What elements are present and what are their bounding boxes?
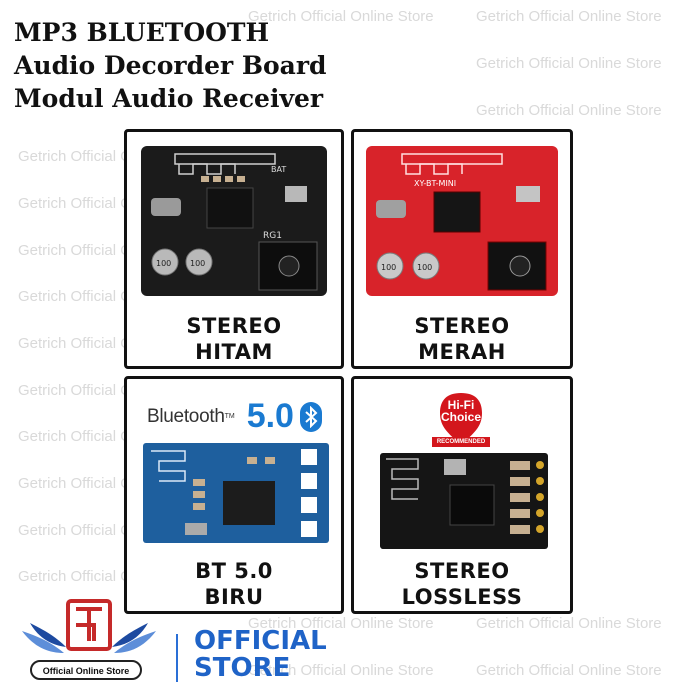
title-line: Audio Decorder Board	[14, 51, 327, 80]
variant-label-line2: MERAH	[418, 340, 506, 364]
svg-text:100: 100	[381, 263, 396, 272]
svg-text:BAT: BAT	[271, 165, 286, 174]
product-title: MP3 BLUETOOTH Audio Decorder Board Modul…	[14, 16, 327, 115]
watermark-text: Getrich Official Online Store	[476, 615, 662, 632]
svg-text:100: 100	[417, 263, 432, 272]
variant-card-stereo-merah[interactable]: XY-BT-MINI 100 100 STEREO MERAH	[351, 129, 573, 369]
footer-divider	[176, 634, 178, 682]
hifi-line2: Choice	[440, 410, 481, 424]
title-line: Modul Audio Receiver	[14, 84, 324, 113]
hifi-line1: Hi-Fi	[447, 398, 475, 412]
lossless-board-image	[380, 453, 548, 549]
black-board-image: BAT 100 100 RG1	[141, 146, 327, 296]
variant-label-line2: BIRU	[204, 585, 264, 609]
blue-board-image	[143, 443, 329, 543]
watermark-text: Getrich Official Online Store	[476, 102, 662, 119]
title-line: MP3 BLUETOOTH	[14, 18, 270, 47]
svg-text:RG1: RG1	[263, 231, 282, 241]
variant-card-stereo-hitam[interactable]: BAT 100 100 RG1 STEREO HITAM	[124, 129, 344, 369]
variant-label-line1: BT 5.0	[195, 559, 273, 583]
watermark-text: Getrich Official Online Store	[476, 55, 662, 72]
variant-card-bt50-biru[interactable]: Bluetooth TM 5.0 BT 5.0 BIRU	[124, 376, 344, 614]
variant-label-line2: HITAM	[195, 340, 273, 364]
watermark-text: Getrich Official Online Store	[476, 662, 662, 679]
watermark-text: Getrich Official Online Store	[248, 662, 434, 679]
bluetooth-icon	[299, 401, 322, 432]
store-line: STORE	[194, 653, 291, 683]
official-online-store-badge: Official Online Store	[30, 660, 142, 680]
bluetooth-wordmark: Bluetooth	[147, 405, 225, 427]
hifi-badge-text: Hi-Fi Choice	[430, 399, 492, 423]
variant-label-line1: STEREO	[414, 559, 510, 583]
svg-text:100: 100	[156, 259, 171, 268]
variant-label-line2: LOSSLESS	[401, 585, 523, 609]
watermark-text: Getrich Official Online Store	[248, 615, 434, 632]
bluetooth-version-badge: Bluetooth TM 5.0	[147, 397, 322, 436]
hifi-choice-icon	[432, 393, 490, 447]
bluetooth-tm: TM	[224, 413, 235, 420]
official-store-label: OFFICIAL STORE	[194, 628, 327, 682]
svg-text:100: 100	[190, 259, 205, 268]
official-line: OFFICIAL	[194, 626, 327, 656]
watermark-text: Getrich Official Online Store	[248, 8, 434, 25]
variant-label-line1: STEREO	[186, 314, 282, 338]
svg-text:XY-BT-MINI: XY-BT-MINI	[414, 179, 456, 188]
variant-card-stereo-lossless[interactable]: Hi-Fi Choice RECOMMENDED STEREO LOSSLESS	[351, 376, 573, 614]
bluetooth-version: 5.0	[246, 397, 294, 435]
watermark-text: Getrich Official Online Store	[476, 8, 662, 25]
hifi-recommended: RECOMMENDED	[436, 439, 486, 445]
variant-label-line1: STEREO	[414, 314, 510, 338]
getrich-logo-icon	[22, 599, 156, 653]
red-board-image: XY-BT-MINI 100 100	[366, 146, 558, 296]
